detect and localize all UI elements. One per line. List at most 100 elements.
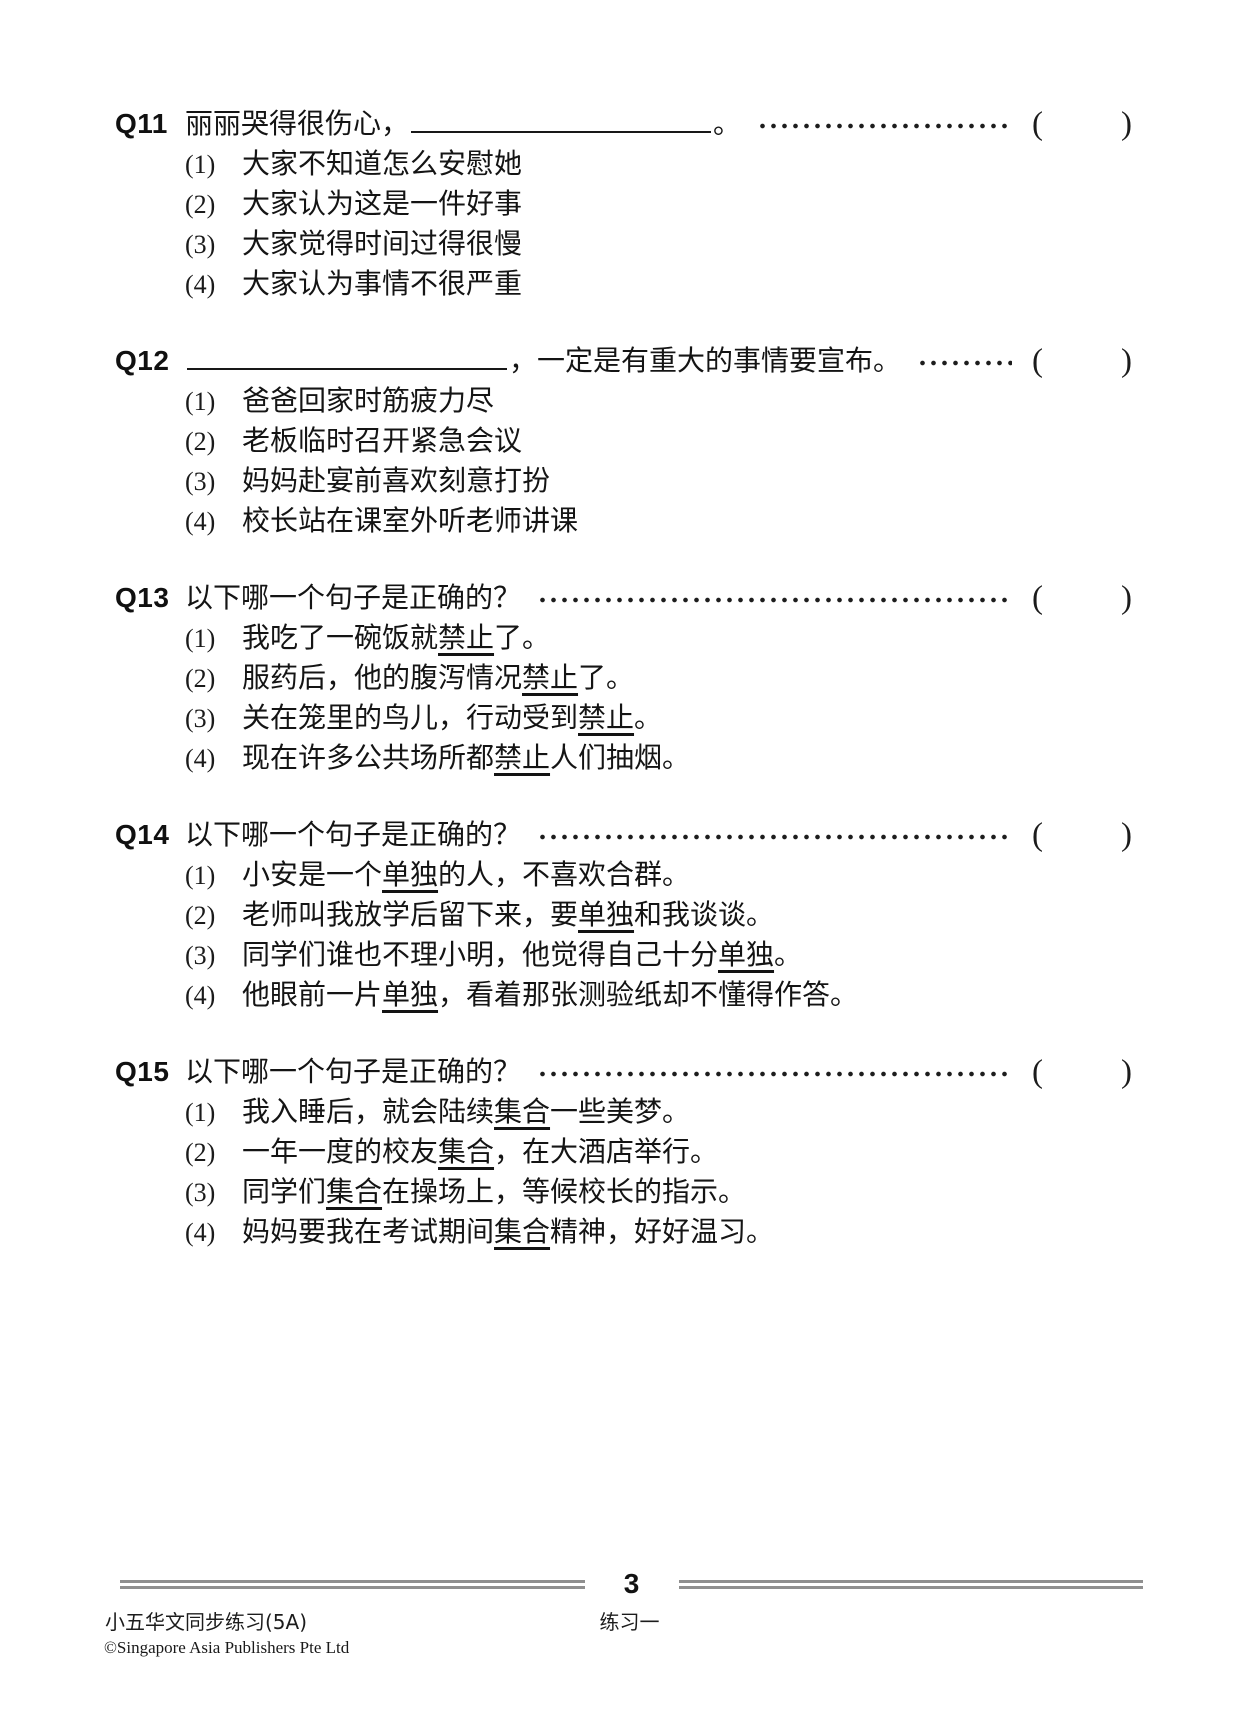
question-stem: 以下哪一个句子是正确的？ (185, 578, 521, 618)
option-text: 妈妈赴宴前喜欢刻意打扮 (242, 464, 551, 497)
option-row-3[interactable]: (3)同学们谁也不理小明，他觉得自己十分单独。 (185, 935, 1132, 975)
question-header: Q12 ，一定是有重大的事情要宣布。 () (115, 341, 1132, 381)
option-number: (2) (185, 901, 216, 930)
option-text: 大家认为这是一件好事 (242, 184, 522, 224)
close-paren: ) (1121, 817, 1132, 853)
question-Q12: Q12 ，一定是有重大的事情要宣布。 () (1) 爸爸回家时筋疲力尽 (2)老板临时召开… (115, 341, 1132, 541)
option-row-2[interactable]: (2)服药后，他的腹泻情况禁止了。 (185, 658, 1132, 698)
option-row-1[interactable]: (1) 大家不知道怎么安慰她 (185, 144, 1132, 184)
option-row-1[interactable]: (1) 爸爸回家时筋疲力尽 (185, 381, 1132, 421)
underlined-word: 禁止 (438, 621, 495, 654)
option-text: 大家认为这是一件好事 (242, 187, 523, 220)
option-row-2[interactable]: (2) 老师叫我放学后留下来，要单独和我谈谈。 (185, 895, 1132, 935)
option-text: 妈妈要我在考试期间集合精神，好好温习。 (242, 1212, 774, 1252)
underlined-word: 单独 (578, 898, 635, 931)
option-row-3[interactable]: (3)同学们集合在操场上，等候校长的指示。 (185, 1172, 1132, 1212)
option-number: (2) (185, 664, 216, 693)
close-paren: ) (1121, 106, 1132, 142)
option-row-1[interactable]: (1)我入睡后，就会陆续集合一些美梦。 (185, 1092, 1132, 1132)
option-text: 妈妈要我在考试期间 (242, 1215, 495, 1248)
option-text: ，看着那张测验纸却不懂得作答。 (438, 978, 859, 1011)
option-number: (4) (185, 270, 216, 299)
option-text: 老板临时召开紧急会议 (242, 424, 523, 457)
question-number: Q14 (115, 819, 170, 850)
option-row-3[interactable]: (3) 妈妈赴宴前喜欢刻意打扮 (185, 461, 1132, 501)
option-text: 和我谈谈。 (634, 898, 775, 931)
option-row-4[interactable]: (4) 大家认为事情不很严重 (185, 264, 1132, 304)
underlined-word: 集合 (438, 1135, 495, 1168)
option-row-4[interactable]: (4)现在许多公共场所都禁止人们抽烟。 (185, 738, 1132, 778)
option-text: 妈妈赴宴前喜欢刻意打扮 (242, 461, 550, 501)
option-text: 人们抽烟。 (550, 741, 691, 774)
option-text: 我入睡后，就会陆续 (242, 1095, 495, 1128)
option-row-4[interactable]: (4) 他眼前一片单独，看着那张测验纸却不懂得作答。 (185, 975, 1132, 1015)
option-text: 同学们集合在操场上，等候校长的指示。 (242, 1172, 746, 1212)
dotted-leader (537, 815, 1012, 855)
option-text: 了。 (578, 661, 635, 694)
option-text: 大家觉得时间过得很慢 (242, 227, 523, 260)
option-text: 爸爸回家时筋疲力尽 (242, 381, 494, 421)
option-number: (1) (185, 150, 216, 179)
stem-text: 丽丽哭得很伤心， (185, 107, 410, 140)
underlined-word: 集合 (326, 1175, 383, 1208)
option-row-2[interactable]: (2) 一年一度的校友集合，在大酒店举行。 (185, 1132, 1132, 1172)
option-row-3[interactable]: (3)大家觉得时间过得很慢 (185, 224, 1132, 264)
underlined-word: 单独 (382, 978, 439, 1011)
fill-blank[interactable] (411, 104, 712, 133)
option-text: ，在大酒店举行。 (494, 1135, 719, 1168)
answer-bracket: () (1032, 104, 1132, 144)
dotted-leader (757, 104, 1012, 144)
option-text: 的人，不喜欢合群。 (438, 858, 691, 891)
option-number: (1) (185, 1098, 216, 1127)
option-text: 。 (634, 701, 663, 734)
open-paren: ( (1032, 817, 1043, 853)
option-row-2[interactable]: (2)大家认为这是一件好事 (185, 184, 1132, 224)
option-text: 一年一度的校友集合，在大酒店举行。 (242, 1132, 718, 1172)
dotted-leader (537, 578, 1012, 618)
option-number: (1) (185, 387, 216, 416)
option-row-1[interactable]: (1)我吃了一碗饭就禁止了。 (185, 618, 1132, 658)
question-stem: 以下哪一个句子是正确的？ (185, 815, 521, 855)
option-number: (2) (185, 1138, 216, 1167)
question-stem: 丽丽哭得很伤心，。 (185, 104, 741, 144)
option-text: 一年一度的校友 (242, 1135, 439, 1168)
option-number: (3) (185, 467, 216, 496)
option-text: 大家认为事情不很严重 (242, 264, 522, 304)
page-number: 3 (623, 1568, 640, 1599)
option-row-3[interactable]: (3)关在笼里的鸟儿，行动受到禁止。 (185, 698, 1132, 738)
option-row-4[interactable]: (4)妈妈要我在考试期间集合精神，好好温习。 (185, 1212, 1132, 1252)
option-text: 关在笼里的鸟儿，行动受到禁止。 (242, 698, 662, 738)
open-paren: ( (1032, 580, 1043, 616)
option-row-1[interactable]: (1)小安是一个单独的人，不喜欢合群。 (185, 855, 1132, 895)
option-text: 老师叫我放学后留下来，要 (242, 898, 579, 931)
option-text: 我吃了一碗饭就禁止了。 (242, 618, 550, 658)
option-text: 大家不知道怎么安慰她 (242, 144, 522, 184)
open-paren: ( (1032, 106, 1043, 142)
option-number: (4) (185, 507, 216, 536)
answer-bracket: () (1032, 341, 1132, 381)
question-stem: ，一定是有重大的事情要宣布。 (185, 341, 901, 381)
option-list: (1)大家不知道怎么安慰她(2)大家认为这是一件好事(3)大家觉得时间过得很慢(… (185, 144, 1132, 304)
fill-blank[interactable] (187, 341, 507, 370)
option-text: 在操场上，等候校长的指示。 (382, 1175, 747, 1208)
option-number: (4) (185, 981, 216, 1010)
underlined-word: 禁止 (494, 741, 551, 774)
option-row-2[interactable]: (2)老板临时召开紧急会议 (185, 421, 1132, 461)
option-number: (4) (185, 744, 216, 773)
underlined-word: 禁止 (578, 701, 635, 734)
option-text: 大家不知道怎么安慰她 (242, 147, 523, 180)
option-row-4[interactable]: (4) 校长站在课室外听老师讲课 (185, 501, 1132, 541)
answer-bracket: () (1032, 578, 1132, 618)
option-text: 爸爸回家时筋疲力尽 (242, 384, 495, 417)
close-paren: ) (1121, 343, 1132, 379)
option-text: 他眼前一片单独，看着那张测验纸却不懂得作答。 (242, 975, 858, 1015)
option-text: 校长站在课室外听老师讲课 (242, 504, 579, 537)
close-paren: ) (1121, 1054, 1132, 1090)
option-text: 校长站在课室外听老师讲课 (242, 501, 578, 541)
question-number: Q12 (115, 345, 170, 376)
